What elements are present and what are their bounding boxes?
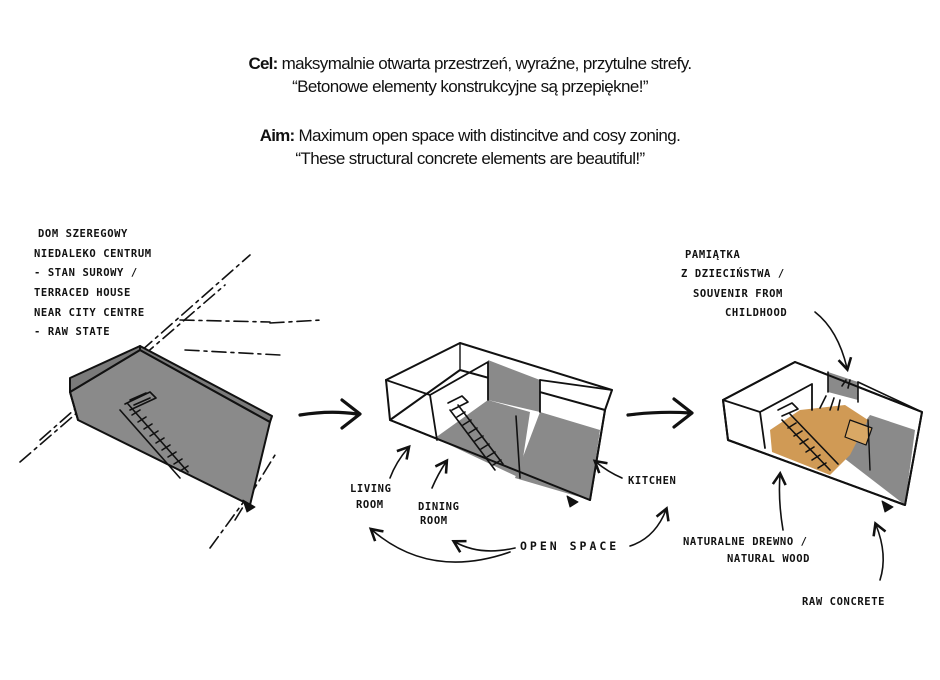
entry-triangle [881, 500, 894, 513]
wood-line-2: NATURAL WOOD [727, 553, 810, 565]
stair [777, 402, 839, 471]
living-line-2: ROOM [356, 499, 384, 511]
stage1-line-2: NIEDALEKO CENTRUM [34, 248, 152, 260]
en-aim-label: Aim: [259, 126, 295, 145]
entry-triangle [566, 495, 579, 508]
annotation-arrows [368, 311, 887, 581]
stage-zoned [385, 342, 613, 508]
label-living-room: LIVING ROOM [350, 483, 392, 511]
souvenir-line-1: PAMIĄTKA [685, 249, 740, 261]
stage1-line-4: TERRACED HOUSE [34, 287, 131, 299]
pl-aim-label: Cel: [248, 54, 279, 73]
wood-line-1: NATURALNE DREWNO / [683, 536, 808, 548]
pl-aim-line: Cel: maksymalnie otwarta przestrzeń, wyr… [0, 52, 940, 75]
wood-platform [844, 419, 873, 446]
en-quote: “These structural concrete elements are … [295, 149, 645, 168]
label-raw-concrete: RAW CONCRETE [802, 596, 885, 608]
en-aim-text: Maximum open space with distincitve and … [298, 126, 681, 145]
label-dining-room: DINING ROOM [418, 501, 460, 527]
pl-quote: “Betonowe elementy konstrukcyjne są prze… [292, 77, 648, 96]
stage1-line-1: DOM SZEREGOWY [38, 228, 128, 240]
souvenir-line-3: SOUVENIR FROM [693, 288, 783, 300]
wood-floor [770, 405, 868, 475]
stage-finished [722, 361, 923, 513]
stair [447, 395, 504, 471]
stair [119, 391, 189, 479]
concrete-floor-dining [435, 400, 530, 478]
souvenir-line-4: CHILDHOOD [725, 307, 787, 319]
stage1-line-6: - RAW STATE [34, 326, 110, 338]
side-wall [139, 345, 273, 423]
en-aim-line: Aim: Maximum open space with distincitve… [0, 124, 940, 147]
dining-line-1: DINING [418, 501, 460, 513]
stage1-line-3: - STAN SUROWY / [34, 267, 138, 279]
concrete-wall [488, 360, 540, 412]
label-souvenir: PAMIĄTKA Z DZIECIŃSTWA / SOUVENIR FROM C… [681, 249, 787, 319]
entry-triangle [242, 499, 256, 513]
label-kitchen: KITCHEN [628, 475, 676, 487]
pl-aim-text: maksymalnie otwarta przestrzeń, wyraźne,… [281, 54, 692, 73]
stage-raw-state [19, 254, 323, 549]
souvenir-line-2: Z DZIECIŃSTWA / [681, 267, 785, 280]
label-wood: NATURALNE DREWNO / NATURAL WOOD [683, 536, 810, 565]
stage-arrow-1 [298, 410, 359, 417]
label-stage1: DOM SZEREGOWY NIEDALEKO CENTRUM - STAN S… [34, 228, 152, 338]
living-line-1: LIVING [350, 483, 392, 495]
dining-line-2: ROOM [420, 515, 448, 527]
stage-arrow-2 [626, 410, 692, 417]
stage1-line-5: NEAR CITY CENTRE [34, 307, 145, 319]
header-text: Cel: maksymalnie otwarta przestrzeń, wyr… [0, 52, 940, 170]
souvenir-object [819, 379, 851, 411]
label-open-space: OPEN SPACE [520, 539, 619, 553]
